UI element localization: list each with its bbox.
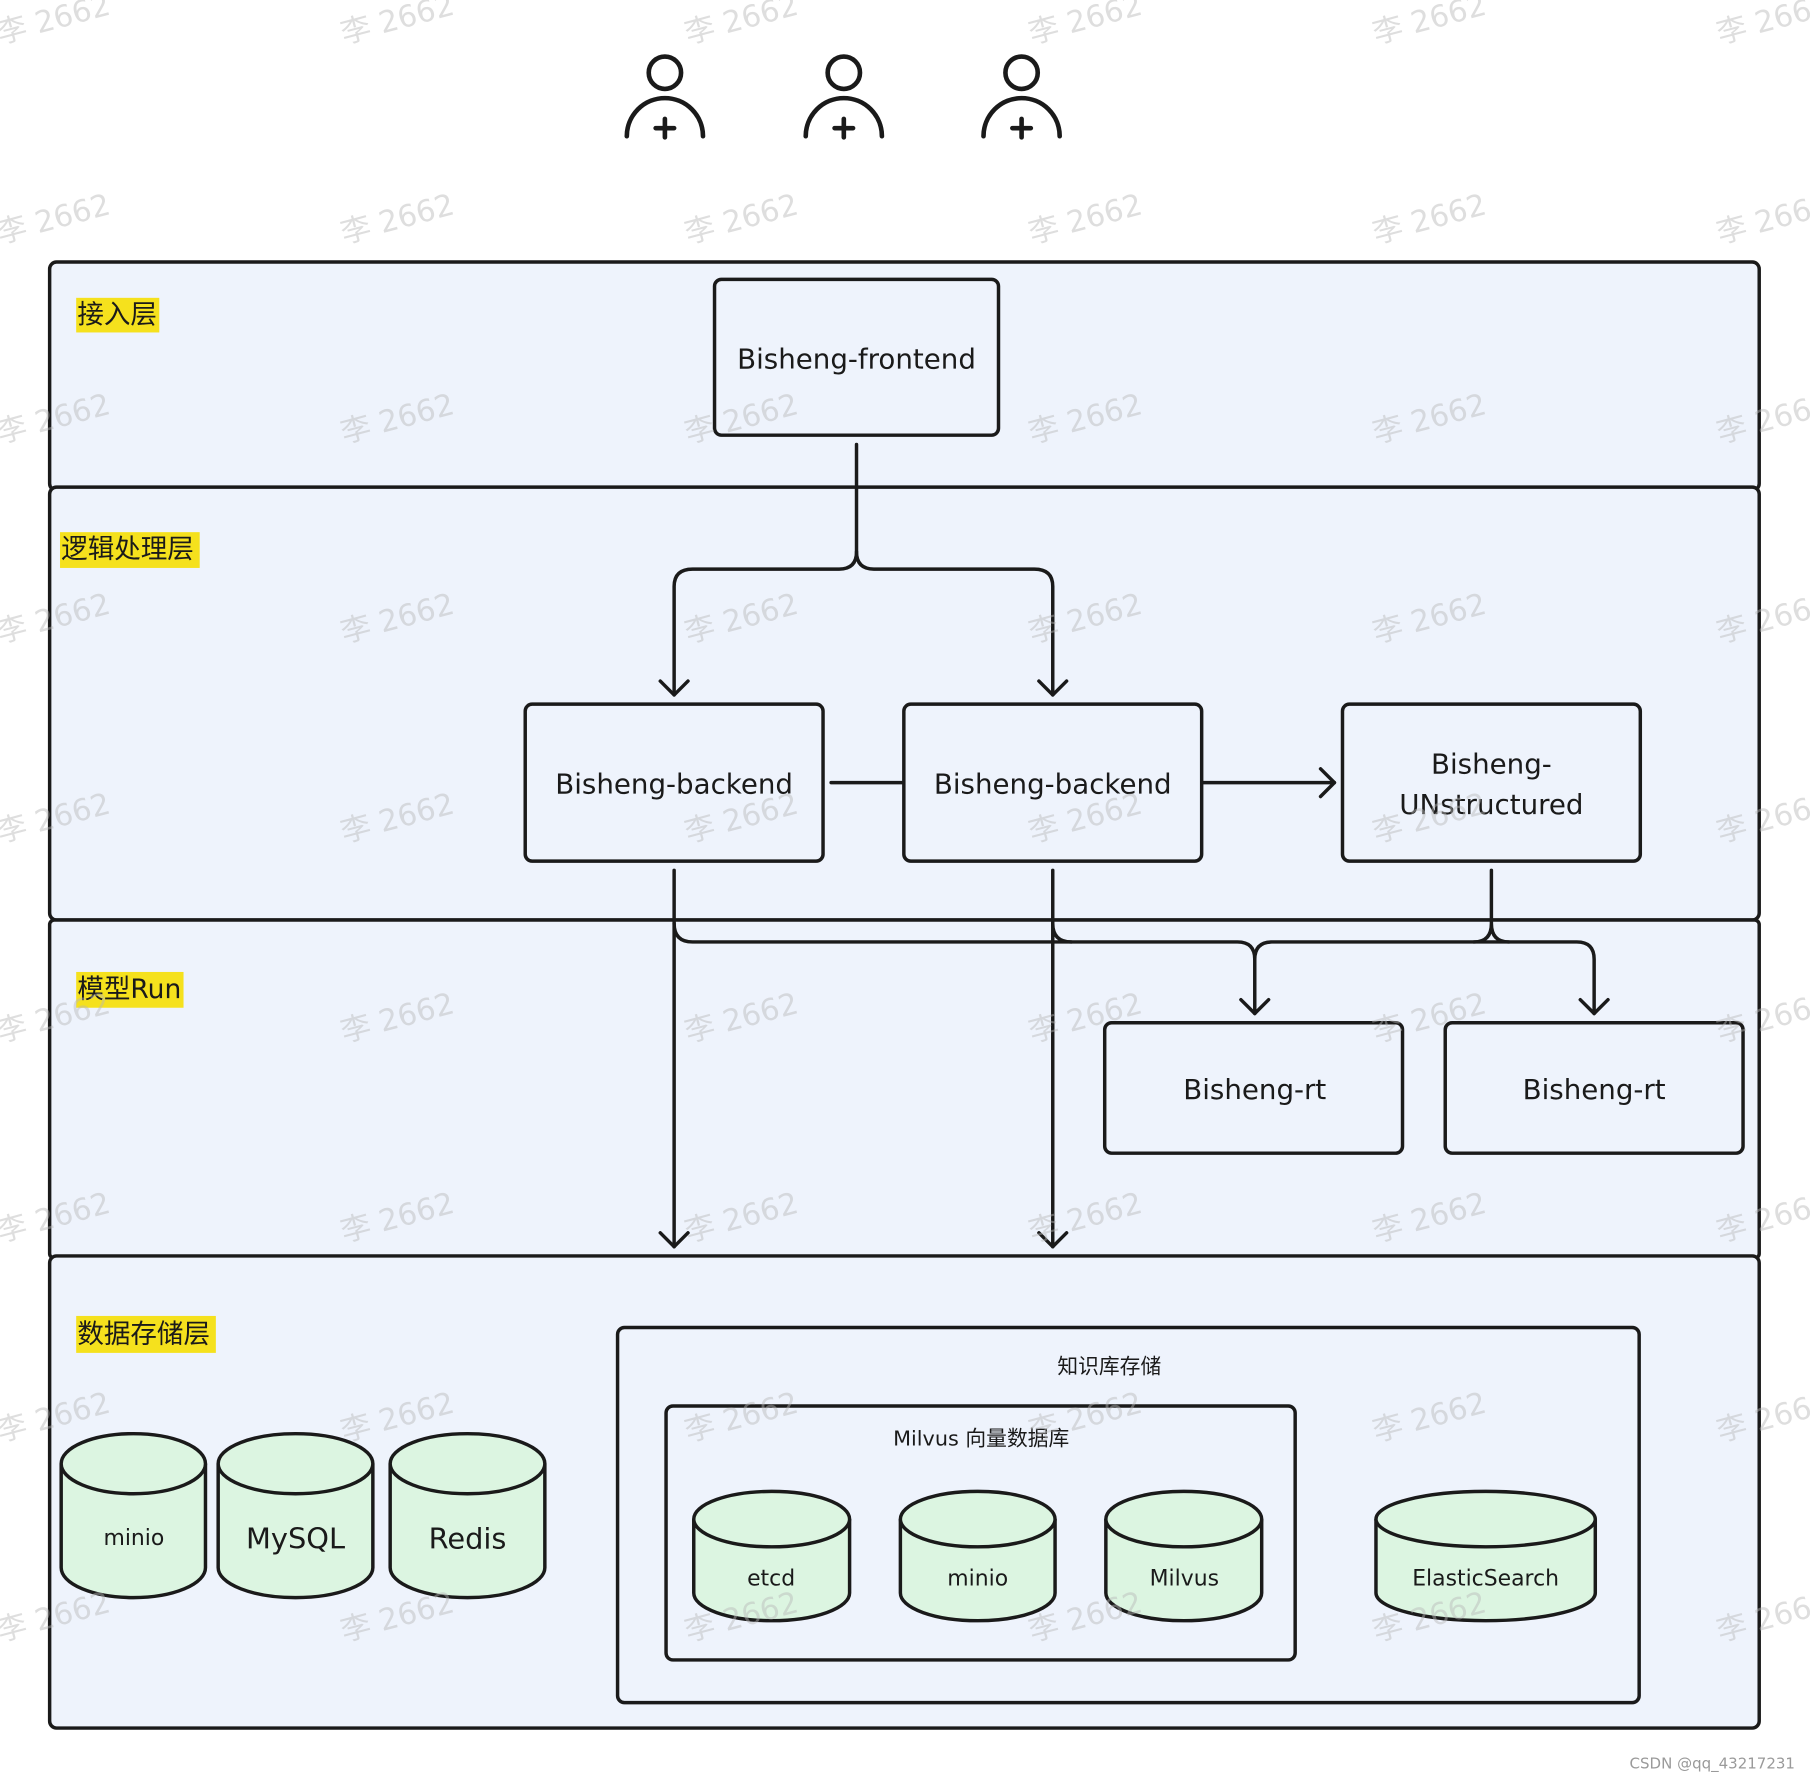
arrowhead <box>658 679 690 697</box>
logic-layer-label: 逻辑处理层 <box>60 532 200 568</box>
db-milvus-label: Milvus <box>1150 1567 1219 1592</box>
watermark-text: 李 2662 <box>1025 0 1146 52</box>
storage-layer-label: 数据存储层 <box>76 1315 216 1353</box>
node-backend-2: Bisheng-backend <box>902 702 1204 863</box>
arrowhead <box>1239 997 1271 1016</box>
db-elasticsearch-label: ElasticSearch <box>1412 1567 1559 1592</box>
watermark-text: 李 2662 <box>337 0 458 52</box>
model-layer-label: 模型Run <box>76 971 184 1008</box>
storage-layer <box>47 1254 1761 1730</box>
knowledge-base-title: 知识库存储 <box>1057 1355 1161 1379</box>
milvus-group: Milvus 向量数据库 <box>664 1404 1297 1662</box>
access-layer-label: 接入层 <box>76 297 160 333</box>
arrowhead <box>1578 997 1610 1016</box>
db-minio-label: minio <box>103 1526 164 1551</box>
watermark-text: 李 2662 <box>0 187 114 251</box>
node-unstructured: Bisheng- UNstructured <box>1340 702 1643 863</box>
node-rt-2: Bisheng-rt <box>1443 1021 1745 1155</box>
node-frontend: Bisheng-frontend <box>712 277 1001 437</box>
db-mysql-label: MySQL <box>246 1522 345 1556</box>
node-unstructured-label-line1: Bisheng- <box>1431 748 1552 781</box>
db-cylinder-redis: Redis <box>388 1431 547 1600</box>
db-cylinder-minio: minio <box>59 1431 208 1600</box>
frontend-to-backend-2-connector <box>854 550 1055 697</box>
logic-layer-label-text: 逻辑处理层 <box>61 534 194 565</box>
node-unstructured-label-line2: UNstructured <box>1399 788 1583 821</box>
watermark-text: 李 2662 <box>1025 187 1146 251</box>
connectors <box>658 442 1610 1249</box>
db-redis-label: Redis <box>429 1522 507 1556</box>
watermark-text: 李 2662 <box>1369 0 1490 52</box>
arrowhead <box>1037 1231 1069 1249</box>
footer-credit: CSDN @qq_43217231 <box>1630 1754 1795 1773</box>
node-rt-1-label: Bisheng-rt <box>1183 1073 1326 1106</box>
watermark-text: 李 2662 <box>1369 187 1490 251</box>
bus-to-rt-2-connector <box>1253 940 1596 1016</box>
db-cylinder-elasticsearch: ElasticSearch <box>1374 1489 1598 1623</box>
watermark-text: 李 2662 <box>681 0 802 52</box>
access-layer-label-text: 接入层 <box>77 300 157 331</box>
watermark-text: 李 2662 <box>337 187 458 251</box>
node-rt-2-label: Bisheng-rt <box>1523 1073 1666 1106</box>
node-backend-1-label: Bisheng-backend <box>555 767 793 800</box>
watermark-text: 李 2662 <box>1713 0 1810 52</box>
arrowhead <box>1037 679 1069 697</box>
arrowhead <box>658 1231 690 1249</box>
db-cylinder-etcd: etcd <box>692 1489 852 1623</box>
arrowhead <box>1318 767 1337 799</box>
db-cylinder-mysql: MySQL <box>216 1431 375 1600</box>
milvus-group-title: Milvus 向量数据库 <box>893 1426 1069 1450</box>
watermark-text: 李 2662 <box>0 0 114 52</box>
storage-layer-label-text: 数据存储层 <box>77 1319 210 1350</box>
backend-2-to-rt-bus <box>1051 921 1073 944</box>
model-layer-label-text: 模型Run <box>77 974 181 1005</box>
db-milvus-minio-label: minio <box>947 1567 1008 1592</box>
db-cylinder-milvus: Milvus <box>1104 1489 1264 1623</box>
frontend-to-backend-1-connector <box>672 442 859 697</box>
user-add-icon <box>803 54 885 140</box>
node-backend-2-label: Bisheng-backend <box>934 767 1172 800</box>
node-frontend-label: Bisheng-frontend <box>737 343 976 376</box>
db-etcd-label: etcd <box>747 1567 795 1592</box>
db-cylinder-milvus-minio: minio <box>898 1489 1057 1623</box>
watermark-text: 李 2662 <box>1713 187 1810 251</box>
watermark-text: 李 2662 <box>681 187 802 251</box>
node-rt-1: Bisheng-rt <box>1102 1021 1405 1155</box>
user-add-icon <box>981 54 1062 140</box>
knowledge-base-group: 知识库存储 <box>615 1325 1641 1705</box>
user-add-icon <box>624 54 706 140</box>
node-backend-1: Bisheng-backend <box>523 702 825 863</box>
